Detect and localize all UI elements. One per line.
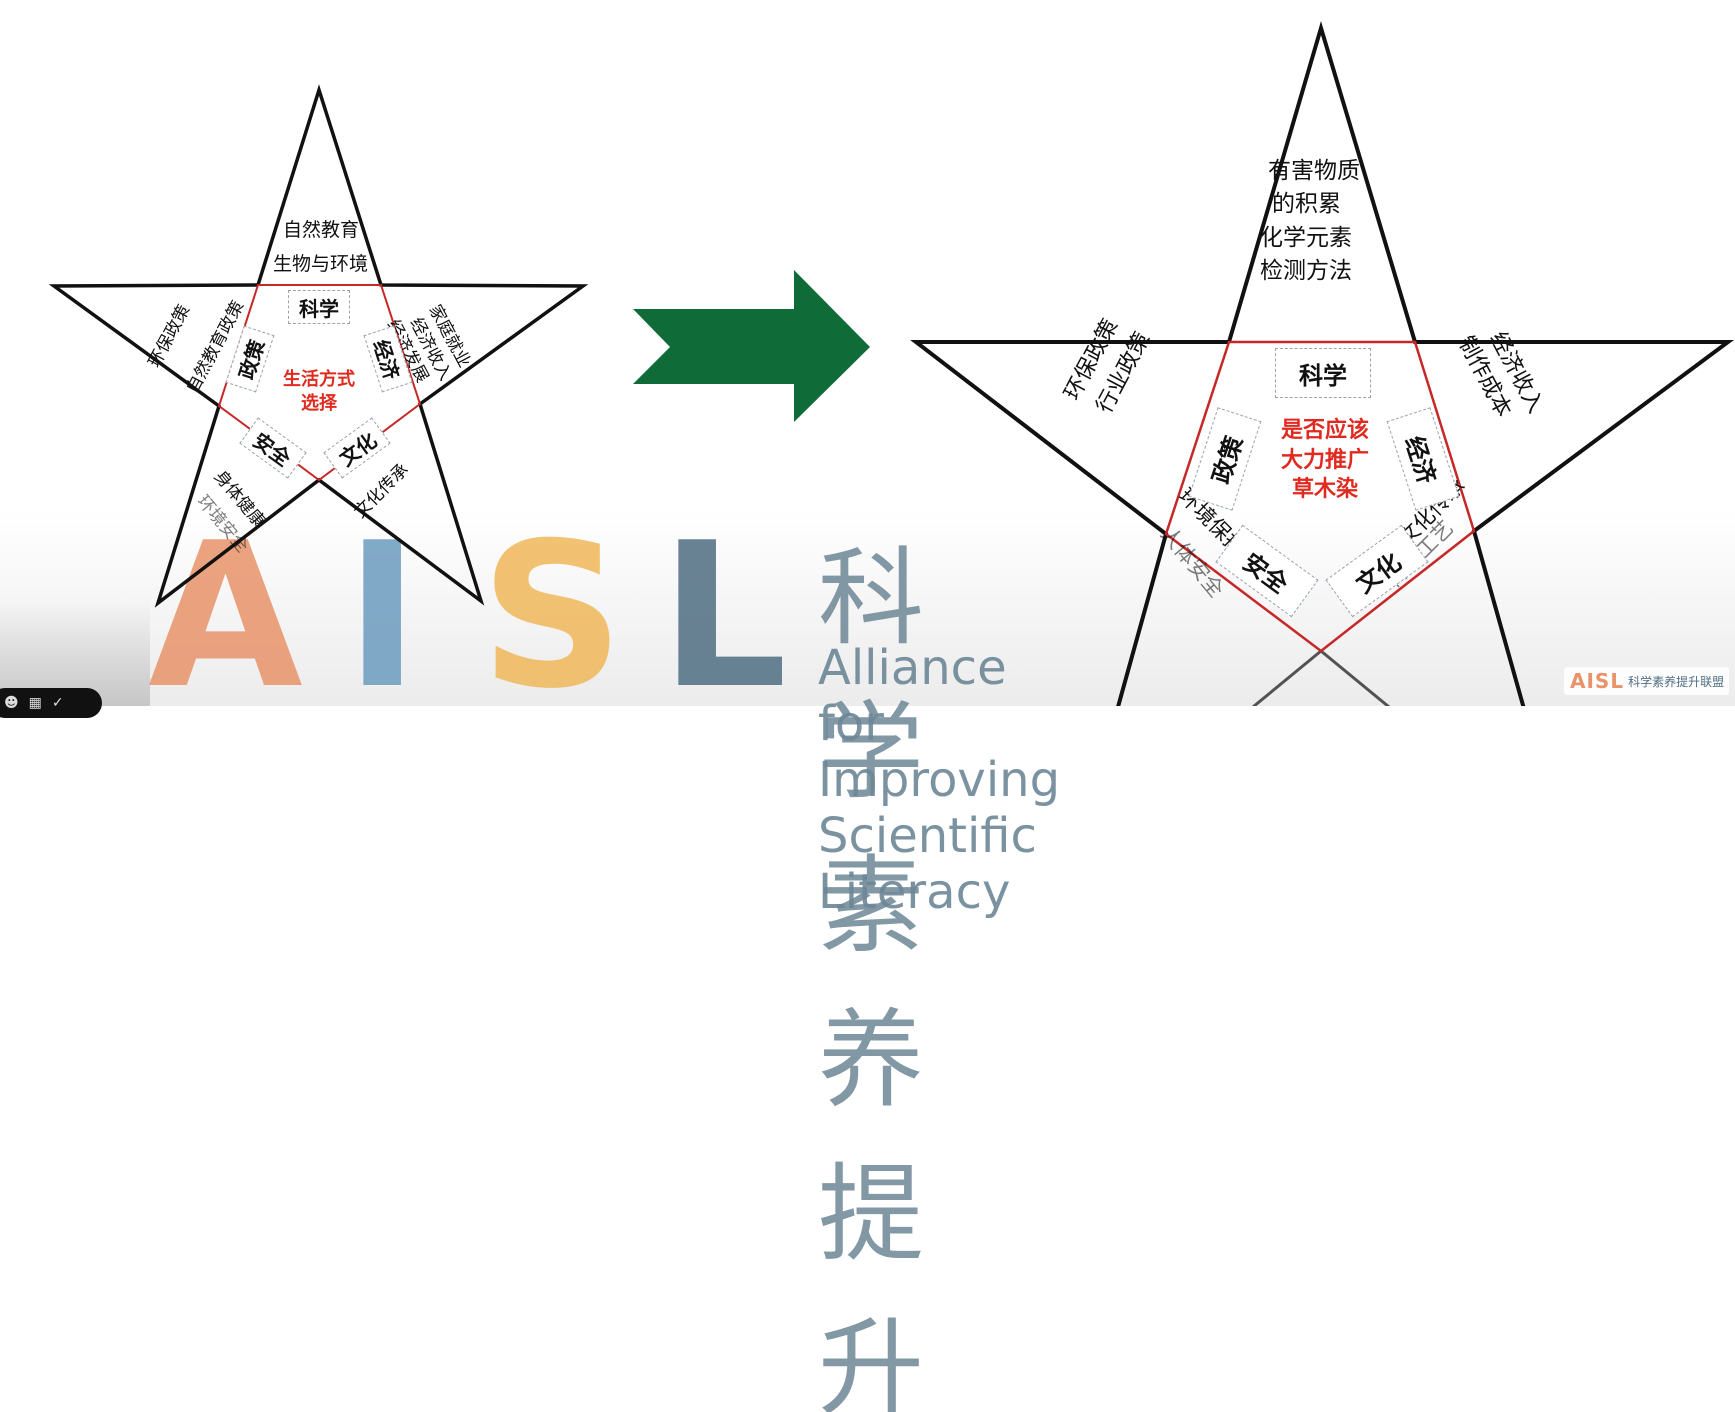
right-top-labels: 有害物质 的积累 化学元素 检测方法 — [1260, 155, 1360, 288]
corner-logo: AISL 科学素养提升联盟 — [1564, 667, 1729, 695]
right-pentagon-outline — [1164, 340, 1476, 653]
left-dimension-science: 科学 — [288, 290, 350, 324]
right-top-label-2: 的积累 — [1272, 191, 1341, 218]
corner-logo-letters: AISL — [1570, 669, 1625, 693]
right-star-lower-lines — [1251, 649, 1391, 706]
left-top-label-2: 生物与环境 — [273, 253, 369, 275]
player-controls: ☻ ▦ ✓ — [0, 688, 102, 718]
right-top-label-4: 检测方法 — [1260, 258, 1352, 285]
grid-icon[interactable]: ▦ — [28, 695, 42, 711]
right-center-line-1: 是否应该 — [1280, 418, 1369, 443]
right-center-topic: 是否应该 大力推广 草木染 — [1265, 416, 1385, 505]
right-dimension-science: 科学 — [1275, 348, 1371, 398]
right-arrow-icon — [633, 270, 870, 422]
left-center-line-1: 生活方式 — [283, 369, 355, 390]
right-top-label-1: 有害物质 — [1268, 158, 1360, 184]
corner-logo-chinese: 科学素养提升联盟 — [1628, 674, 1725, 689]
check-icon[interactable]: ✓ — [51, 695, 64, 711]
left-center-topic: 生活方式 选择 — [274, 368, 364, 417]
left-center-line-2: 选择 — [301, 393, 337, 415]
left-top-label-1: 自然教育 — [283, 219, 360, 241]
face-icon[interactable]: ☻ — [4, 695, 19, 711]
right-center-line-2: 大力推广 — [1280, 447, 1369, 473]
right-star-outline — [910, 20, 1735, 706]
left-star-outline — [48, 84, 589, 608]
right-top-label-3: 化学元素 — [1260, 224, 1352, 251]
right-center-line-3: 草木染 — [1291, 477, 1358, 503]
